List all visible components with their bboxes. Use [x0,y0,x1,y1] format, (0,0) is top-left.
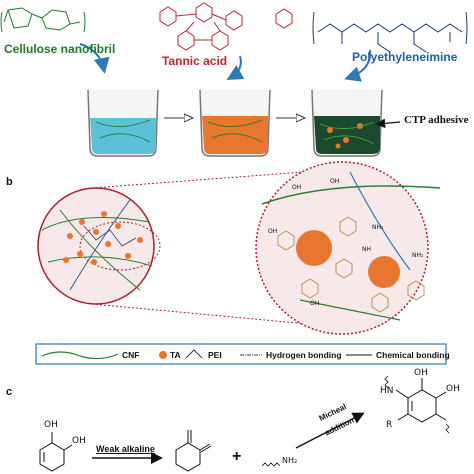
detail-fibers [261,171,441,321]
legend-ta-label: TA [170,350,181,360]
nh2-group-1: NH₂ [372,224,384,231]
adduct-oh-right: OH [446,384,460,394]
quinone-structure [175,430,212,472]
catechol-oh-1: OH [44,420,58,430]
ta-particle-2 [368,256,400,288]
adduct-structure [384,375,450,434]
zoom-detail-circle [255,161,429,335]
panel-b-letter: b [6,176,13,188]
beaker-1 [87,89,159,157]
adduct-hn: HN [380,386,394,396]
arrow-cellulose-to-beaker [79,43,110,74]
ta-particle-1 [296,230,332,266]
detail-ta-rings [277,216,425,313]
oh-group-4: OH [310,300,320,307]
oh-group-1: OH [292,184,302,191]
catechol-structure [39,432,73,472]
tannic-acid-label: Tannic acid [162,54,228,68]
legend-pei-label: PEI [208,350,222,360]
nh-group-1: NH [362,246,371,253]
weak-alkaline-label: Weak alkaline [96,444,155,454]
beaker-2 [199,89,271,157]
tannic-acid-structure [159,2,243,51]
gallol-structure [275,8,293,29]
pei-structure [312,11,468,53]
adduct-r: R [386,420,393,430]
adduct-oh-top: OH [414,368,428,378]
amine-chain [261,462,281,467]
arrow-tannic-to-beaker [226,55,245,80]
arrow-pei-to-beaker [344,49,372,82]
micheal-addition-arrow [295,412,365,449]
panel-c-letter: c [6,386,13,398]
nh2-group-2: NH₂ [412,252,424,259]
pei-label: Polyethyleneimine [352,50,458,64]
legend-cbond-label: Chemical bonding [376,350,450,360]
ctp-adhesive-label: CTP adhesive [404,114,469,126]
plus-sign: + [232,448,242,465]
cellulose-label: Cellulose nanofibril [4,42,116,56]
legend-cnf-swatch [41,351,119,360]
zoom-source-circle [37,187,155,305]
small-circle-ta-dots [63,211,143,265]
small-circle-network [41,199,153,291]
catechol-oh-2: OH [72,436,86,446]
zoom-region-ellipse [79,221,161,271]
legend-hbond-label: Hydrogen bonding [266,350,342,360]
legend-cnf-label: CNF [122,350,140,360]
ctp-pointer-arrow [375,118,401,129]
oh-group-3: OH [268,228,278,235]
legend-box [35,343,447,365]
amine-nh2: NH₂ [282,456,298,465]
oh-group-2: OH [330,178,340,185]
beaker-3 [311,89,383,157]
legend-pei-swatch [185,349,203,359]
cellulose-structure [0,7,86,33]
legend-ta-swatch [159,351,167,359]
